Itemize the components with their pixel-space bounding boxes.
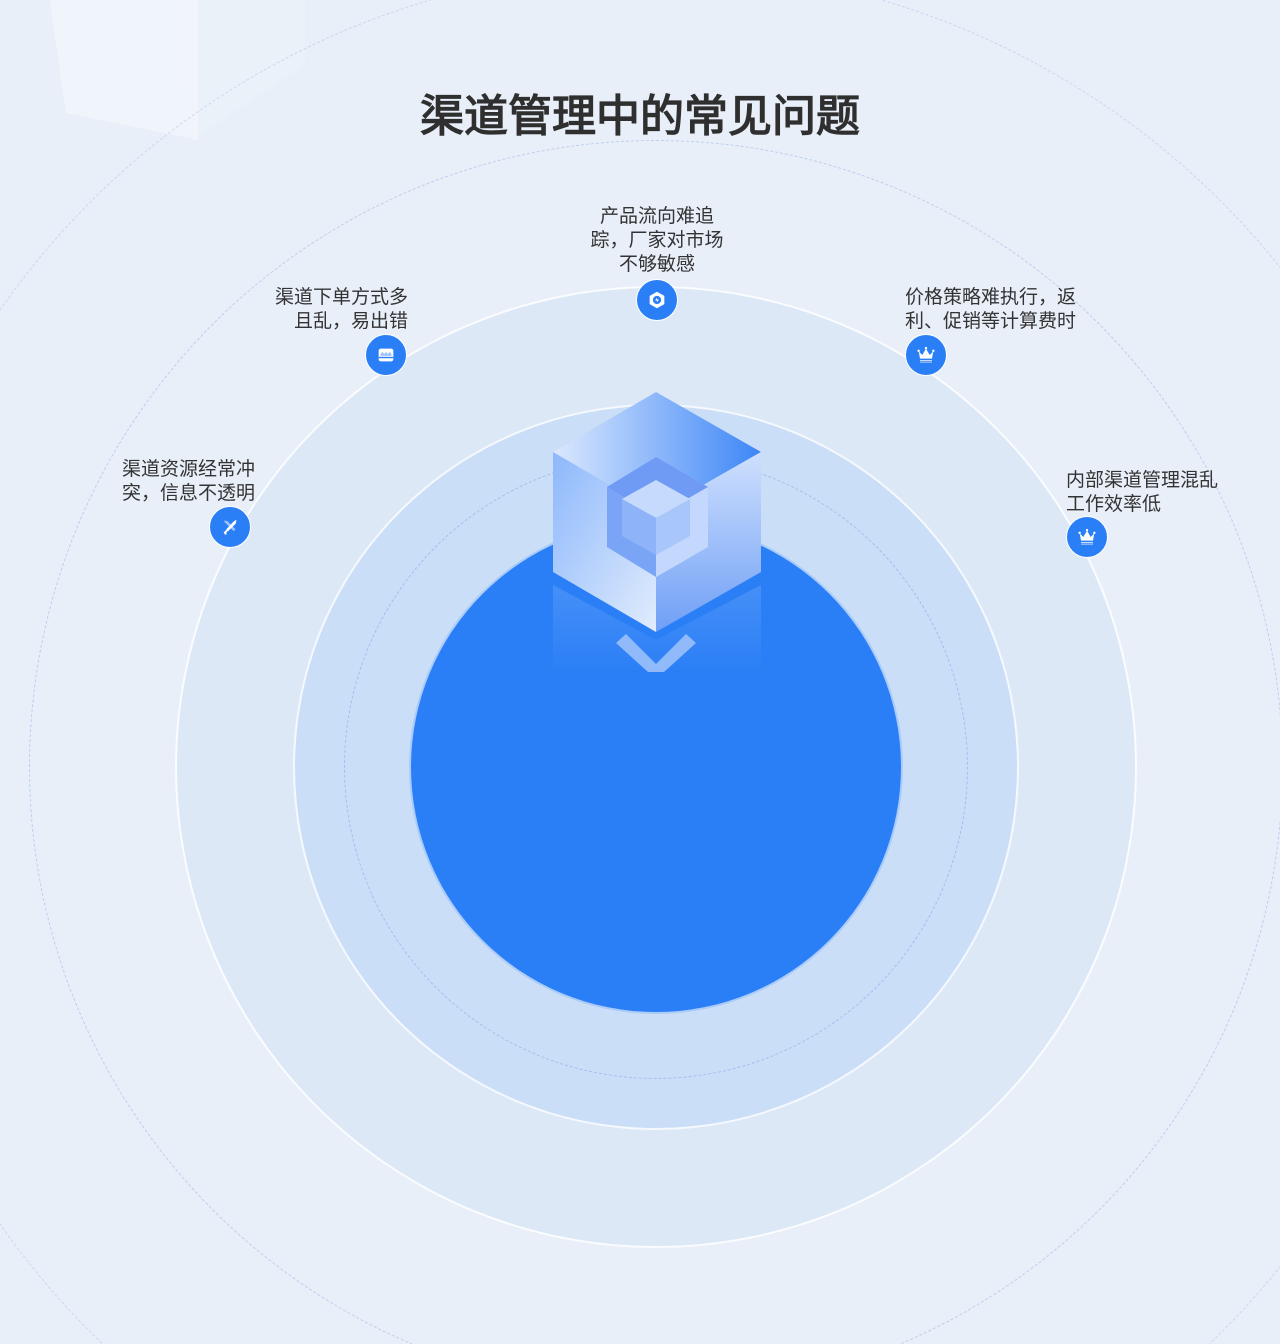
page-title: 渠道管理中的常见问题 — [420, 92, 860, 141]
problem-node-conflict[interactable] — [209, 506, 251, 548]
glass-cube-icon — [540, 385, 772, 672]
problem-node-ordering[interactable] — [365, 334, 407, 376]
problem-label-tracking: 产品流向难追 踪，厂家对市场 不够敏感 — [570, 205, 744, 277]
label-line: 渠道资源经常冲 — [122, 459, 256, 480]
label-line: 不够敏感 — [618, 254, 695, 275]
crown-icon — [917, 346, 935, 363]
crossed-swords-icon — [223, 519, 237, 535]
storefront-icon — [378, 348, 394, 362]
problem-node-efficiency[interactable] — [1066, 516, 1108, 558]
label-line: 踪，厂家对市场 — [590, 230, 724, 251]
label-line: 工作效率低 — [1066, 494, 1162, 515]
label-line: 突，信息不透明 — [122, 483, 256, 504]
problem-label-conflict: 渠道资源经常冲 突，信息不透明 — [122, 458, 256, 506]
label-line: 利、促销等计算费时 — [905, 311, 1077, 332]
box-sync-icon — [649, 291, 665, 309]
label-line: 渠道下单方式多 — [274, 287, 408, 308]
problem-label-pricing: 价格策略难执行，返 利、促销等计算费时 — [905, 286, 1095, 334]
label-line: 内部渠道管理混乱 — [1066, 470, 1219, 491]
problem-label-efficiency: 内部渠道管理混乱 工作效率低 — [1066, 469, 1236, 517]
problem-label-ordering: 渠道下单方式多 且乱，易出错 — [240, 286, 408, 334]
label-line: 价格策略难执行，返 — [905, 287, 1077, 308]
problem-node-tracking[interactable] — [636, 279, 678, 321]
problem-node-pricing[interactable] — [905, 334, 947, 376]
label-line: 且乱，易出错 — [293, 311, 408, 332]
label-line: 产品流向难追 — [599, 206, 714, 227]
crown-icon — [1078, 528, 1096, 545]
